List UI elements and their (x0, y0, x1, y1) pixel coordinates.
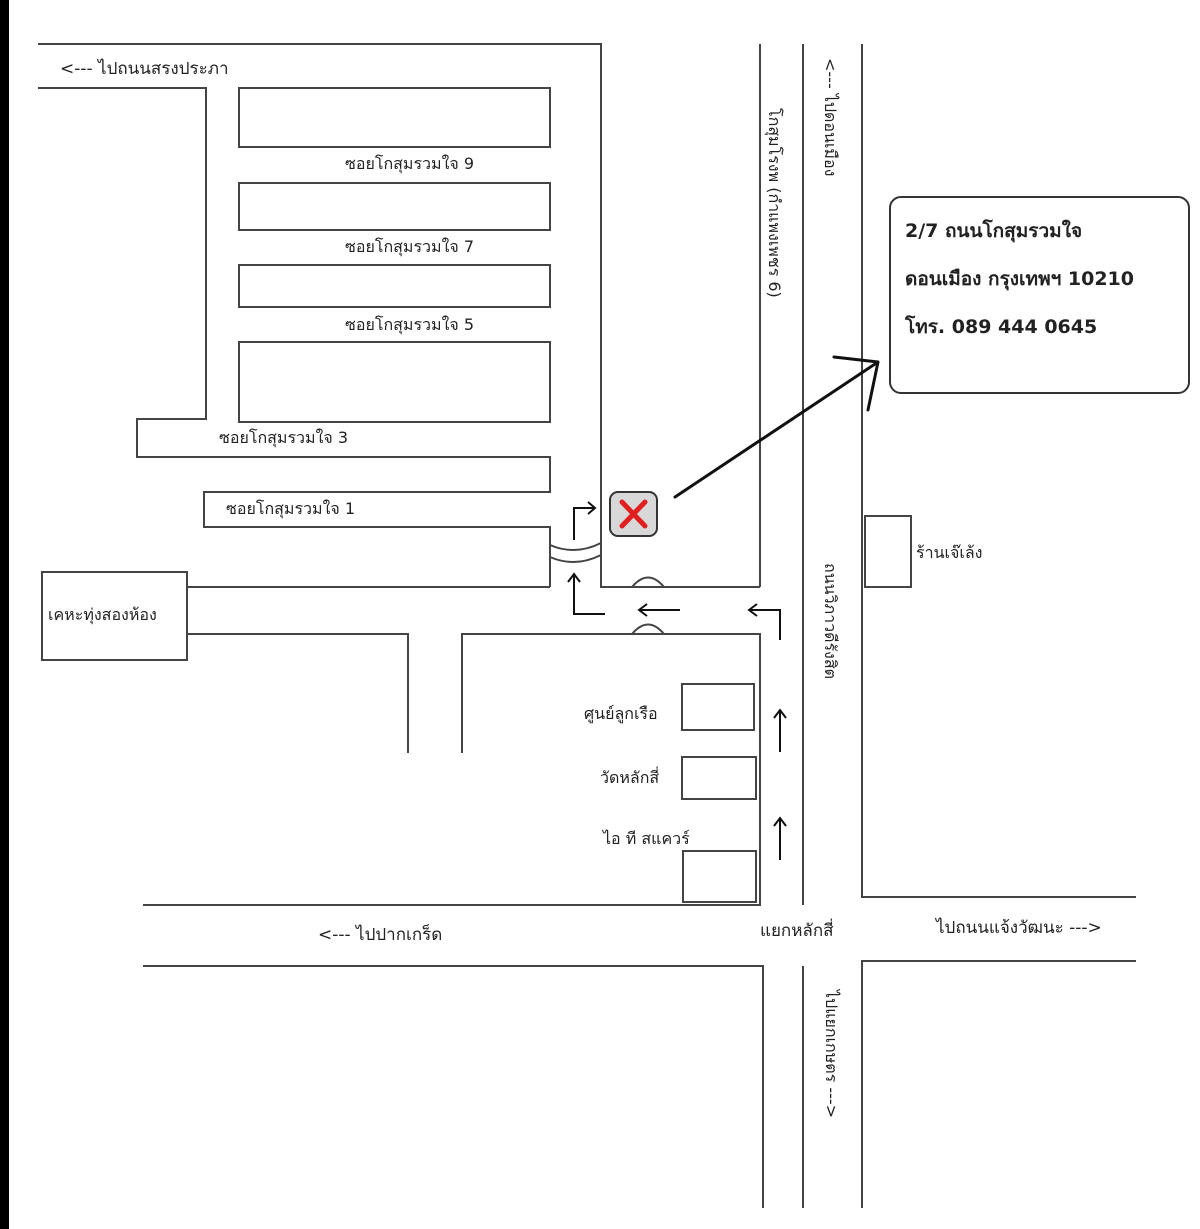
route-arrow-turn-up (567, 572, 605, 615)
label-temple: วัดหลักสี่ (600, 766, 659, 787)
label-to-donmueang: <--- ไปดอนเมือง (821, 58, 840, 176)
label-laksi-junction: แยกหลักสี่ (760, 918, 834, 941)
destination-marker[interactable] (609, 491, 658, 537)
building-temple (681, 756, 757, 800)
block-soi3 (238, 341, 551, 423)
address-phone: โทร. 089 444 0645 (905, 316, 1098, 338)
road-bottom-right (861, 960, 1136, 1208)
block-soi5 (238, 264, 551, 308)
label-soi7: ซอยโกสุมรวมใจ 7 (345, 237, 474, 257)
bridge-arc-top (631, 576, 665, 588)
pointer-arrow (673, 355, 880, 499)
label-soi5: ซอยโกสุมรวมใจ 5 (345, 315, 474, 335)
label-vibhavadi: ถนนวิภาวดีรังสิต (821, 563, 840, 679)
bridge-arc-bottom (631, 623, 665, 635)
label-it-square: ไอ ที สแควร์ (601, 829, 690, 848)
address-line-2: ดอนเมือง กรุงเทพฯ 10210 (905, 268, 1134, 290)
route-arrow-up-2 (773, 708, 787, 752)
building-it-square (682, 850, 757, 903)
label-kosumrot: โกสุมโรงพ (กำแพงเพชร 6) (764, 108, 784, 298)
route-arrow-left (637, 603, 680, 617)
label-to-kaset: ไปแยกเกษตร ---> (822, 988, 841, 1118)
label-soi1: ซอยโกสุมรวมใจ 1 (226, 499, 355, 519)
building-center (681, 683, 755, 731)
bridge-squiggle (549, 542, 602, 563)
road-top (38, 43, 760, 588)
label-shop: ร้านเจ๊เล้ง (916, 543, 982, 562)
label-soi3: ซอยโกสุมรวมใจ 3 (219, 428, 348, 448)
building-school (41, 571, 188, 661)
label-to-songprapa: <--- ไปถนนสรงประภา (60, 58, 229, 79)
road-bottom-left (143, 965, 764, 1208)
route-arrow-turn-left (747, 603, 781, 640)
label-soi9: ซอยโกสุมรวมใจ 9 (345, 154, 474, 174)
road-mid-left (188, 633, 409, 753)
route-arrow-turn-right (573, 501, 597, 540)
address-box: 2/7 ถนนโกสุมรวมใจ ดอนเมือง กรุงเทพฯ 1021… (889, 196, 1190, 394)
road-mid-right (143, 633, 761, 906)
road-top-lower (38, 87, 551, 587)
x-mark-icon (619, 499, 648, 529)
label-to-chaengwattana: ไปถนนแจ้งวัฒนะ ---> (934, 917, 1102, 938)
address-line-1: 2/7 ถนนโกสุมรวมใจ (905, 220, 1083, 242)
road-vibhavadi-right (861, 44, 1136, 898)
label-school: เคหะทุ่งสองห้อง (48, 605, 157, 625)
label-to-pakkret: <--- ไปปากเกร็ด (318, 923, 442, 945)
left-edge-bar (0, 0, 9, 1229)
block-soi9 (238, 87, 551, 148)
route-arrow-up-1 (773, 816, 787, 860)
block-soi7 (238, 182, 551, 231)
label-center: ศูนย์ลูกเรือ (584, 704, 658, 724)
building-shop (864, 515, 912, 588)
